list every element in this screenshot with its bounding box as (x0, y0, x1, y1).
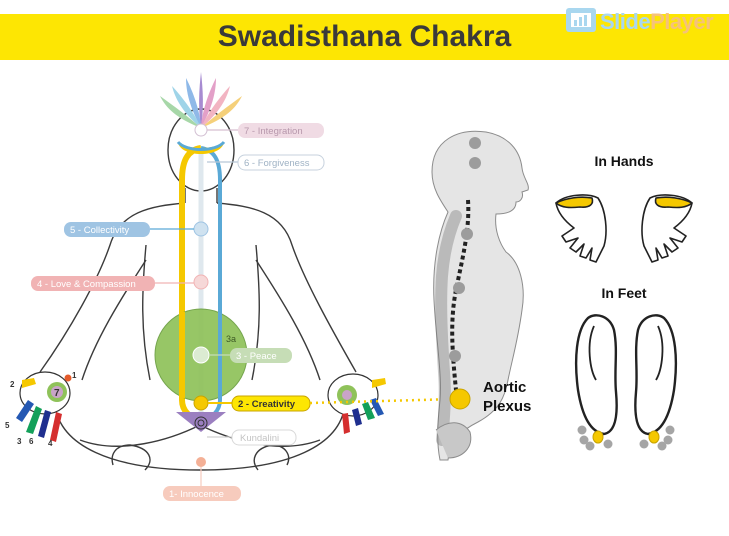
aortic-label-line2: Plexus (483, 398, 531, 415)
finger-number-6: 6 (29, 437, 34, 446)
profile-figure (431, 130, 529, 461)
feet-title: In Feet (601, 285, 646, 301)
logo-part1: Slide (600, 9, 651, 34)
chakra-nodes (176, 123, 226, 467)
sub-label-3a: 3a (226, 334, 236, 344)
title-bar (0, 14, 729, 60)
creativity-link-line (309, 397, 457, 405)
chakra-label-kundalini: Kundalini (240, 433, 279, 444)
page-title: Swadisthana Chakra (217, 20, 512, 53)
hands-icon (555, 194, 693, 263)
slideplayer-logo-icon (566, 8, 596, 32)
finger-number-5: 5 (5, 421, 10, 430)
chakra-label-3-bg (230, 348, 292, 363)
feet-icon (574, 314, 678, 451)
chakra-label-2-bg (231, 395, 311, 412)
aortic-label-line1: Aortic (483, 379, 526, 396)
chakra-label-4: 4 - Love & Compassion (37, 279, 136, 290)
chakra-label-6: 6 - Forgiveness (244, 158, 310, 169)
chakra-label-1: 1- Innocence (169, 489, 224, 500)
chakra-label-1-bg (163, 486, 241, 501)
chakra-label-kundalini-bg (231, 429, 297, 446)
finger-number-2: 2 (10, 380, 15, 389)
chakra-label-5-bg (64, 222, 150, 237)
finger-number-3: 3 (17, 437, 22, 446)
chakra-connectors (150, 129, 238, 486)
finger-number-4: 4 (48, 439, 53, 448)
finger-number-7: 7 (54, 388, 60, 399)
left-hand: 7 1 2 3 4 5 6 (5, 371, 77, 448)
lotus-crown-icon (160, 72, 242, 128)
right-hand (327, 373, 386, 434)
chakra-label-5: 5 - Collectivity (70, 225, 129, 236)
hands-title: In Hands (594, 153, 653, 169)
chakra-label-4-bg (31, 276, 155, 291)
finger-number-1: 1 (72, 371, 77, 380)
logo-part2: Player (650, 9, 714, 34)
chakra-label-7: 7 - Integration (244, 126, 303, 137)
chakra-label-6-bg (237, 154, 325, 171)
slideplayer-logo-text: SlidePlayer (600, 9, 714, 35)
chakra-labels: 7 - Integration 6 - Forgiveness 5 - Coll… (31, 123, 325, 501)
chakra-label-7-bg (238, 123, 324, 138)
chakra-label-2: 2 - Creativity (238, 399, 296, 410)
chakra-label-3: 3 - Peace (236, 351, 277, 362)
